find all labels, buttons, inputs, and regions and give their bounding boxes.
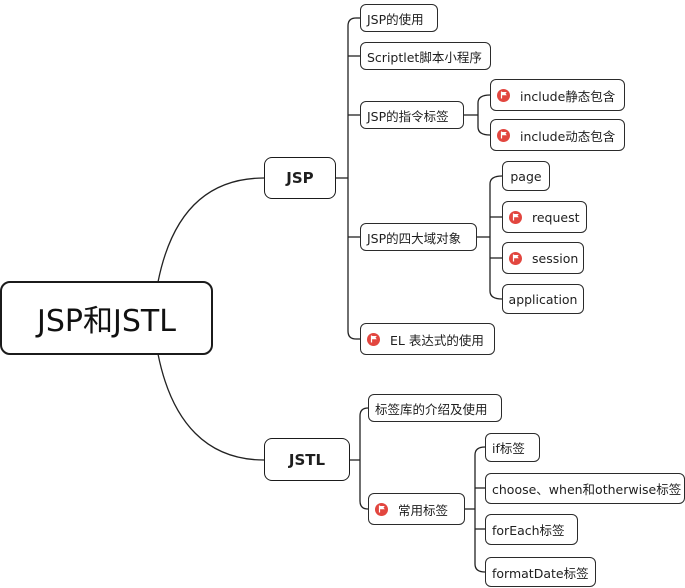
if-tag-label: if标签 bbox=[492, 441, 525, 456]
jsp-usage-node[interactable]: JSP的使用 bbox=[360, 4, 438, 32]
include-static-label: include静态包含 bbox=[520, 88, 616, 104]
scriptlet-node[interactable]: Scriptlet脚本小程序 bbox=[360, 42, 491, 70]
flag-icon bbox=[497, 88, 510, 102]
connector-jsp-bracket bbox=[347, 17, 357, 340]
directive-label: JSP的指令标签 bbox=[367, 108, 449, 124]
el-node[interactable]: EL 表达式的使用 bbox=[360, 323, 495, 355]
el-label: EL 表达式的使用 bbox=[390, 332, 484, 348]
foreach-tag-node[interactable]: forEach标签 bbox=[485, 514, 578, 545]
scope-session-label: session bbox=[532, 250, 579, 266]
root-node[interactable]: JSP和JSTL bbox=[0, 281, 213, 355]
scope-request-label: request bbox=[532, 209, 580, 225]
jsp-label: JSP bbox=[286, 169, 314, 187]
scriptlet-label: Scriptlet脚本小程序 bbox=[367, 49, 482, 65]
if-tag-node[interactable]: if标签 bbox=[485, 433, 540, 462]
jstl-node[interactable]: JSTL bbox=[264, 438, 350, 481]
formatdate-tag-label: formatDate标签 bbox=[492, 565, 589, 581]
flag-icon bbox=[509, 210, 522, 224]
flag-icon bbox=[367, 332, 380, 346]
formatdate-tag-node[interactable]: formatDate标签 bbox=[485, 557, 596, 587]
scope-page-node[interactable]: page bbox=[502, 161, 550, 191]
connector-scopes-bracket bbox=[489, 175, 503, 300]
flag-icon bbox=[375, 502, 388, 516]
scope-application-label: application bbox=[508, 291, 578, 307]
jstl-label: JSTL bbox=[288, 450, 326, 469]
jsp-usage-label: JSP的使用 bbox=[367, 11, 424, 27]
foreach-tag-label: forEach标签 bbox=[492, 523, 565, 538]
connector-directive-bracket bbox=[477, 94, 491, 136]
taglib-intro-node[interactable]: 标签库的介绍及使用 bbox=[368, 394, 502, 422]
scope-page-label: page bbox=[510, 168, 542, 184]
connector-jstl-bracket bbox=[359, 407, 369, 510]
connector-root-jsp bbox=[157, 177, 265, 283]
taglib-intro-label: 标签库的介绍及使用 bbox=[375, 401, 488, 417]
jsp-node[interactable]: JSP bbox=[264, 157, 336, 199]
scopes-node[interactable]: JSP的四大域对象 bbox=[360, 223, 477, 251]
common-tags-node[interactable]: 常用标签 bbox=[368, 493, 465, 525]
connector-common-bracket bbox=[474, 446, 486, 573]
choose-tag-node[interactable]: choose、when和otherwise标签 bbox=[485, 473, 685, 504]
choose-tag-label: choose、when和otherwise标签 bbox=[492, 482, 682, 497]
common-tags-label: 常用标签 bbox=[398, 502, 449, 518]
include-dynamic-label: include动态包含 bbox=[520, 128, 616, 144]
flag-icon bbox=[497, 128, 510, 142]
directive-node[interactable]: JSP的指令标签 bbox=[360, 101, 464, 129]
include-static-node[interactable]: include静态包含 bbox=[490, 79, 625, 111]
scope-application-node[interactable]: application bbox=[502, 284, 584, 314]
flag-icon bbox=[509, 251, 522, 265]
connector-root-jstl bbox=[157, 353, 265, 461]
scope-session-node[interactable]: session bbox=[502, 242, 584, 274]
include-dynamic-node[interactable]: include动态包含 bbox=[490, 119, 625, 151]
scopes-label: JSP的四大域对象 bbox=[367, 230, 462, 246]
root-label: JSP和JSTL bbox=[37, 304, 176, 339]
scope-request-node[interactable]: request bbox=[502, 201, 587, 233]
